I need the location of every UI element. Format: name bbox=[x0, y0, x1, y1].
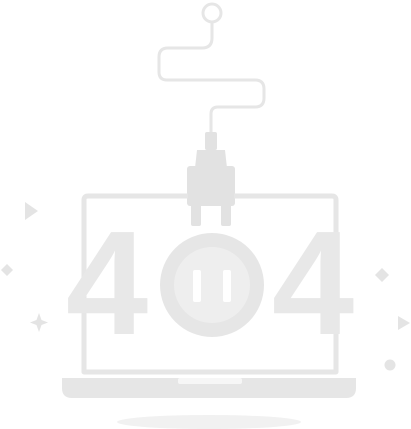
laptop-screen bbox=[81, 193, 339, 375]
cable-ring bbox=[201, 2, 223, 24]
floor-shadow bbox=[117, 415, 301, 429]
power-socket-icon bbox=[160, 233, 264, 337]
diamond-sparkle-left bbox=[1, 264, 13, 276]
triangle-sparkle-right bbox=[398, 316, 410, 330]
digit-right: 4 bbox=[272, 201, 354, 366]
power-plug-icon bbox=[187, 132, 235, 226]
dot-sparkle-right bbox=[384, 359, 396, 371]
diamond-sparkle-right bbox=[375, 268, 389, 282]
digit-left: 4 bbox=[66, 201, 148, 366]
triangle-sparkle-left bbox=[25, 202, 38, 220]
laptop-base bbox=[62, 378, 356, 398]
decorative-sparkles bbox=[1, 202, 410, 371]
star-sparkle-left bbox=[30, 313, 48, 332]
power-cable bbox=[157, 2, 266, 138]
